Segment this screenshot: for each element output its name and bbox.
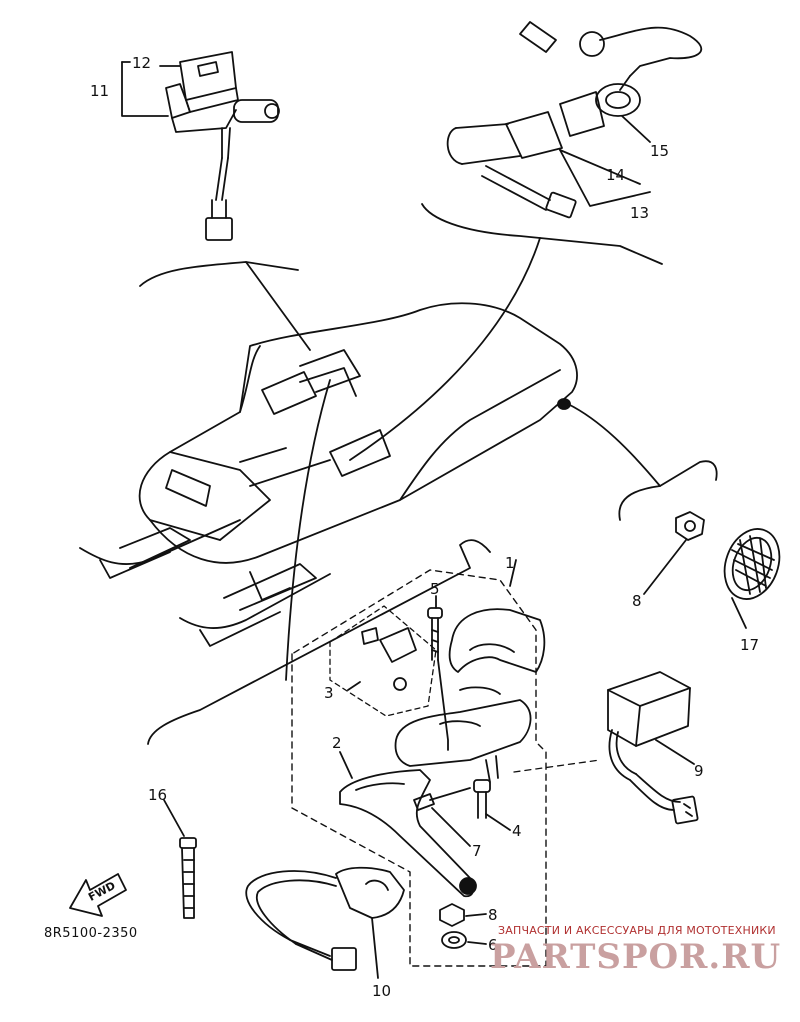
- snowmobile-drawing: [79, 302, 578, 647]
- zoom-line-right: [421, 203, 663, 265]
- callout-8-upper: 8: [632, 592, 642, 610]
- leader-10: [371, 917, 379, 979]
- bracket-13: [559, 149, 651, 207]
- lever-holder-parts-3: [361, 627, 417, 691]
- bracket-11: [121, 61, 169, 117]
- lever-cover-drawing: [448, 608, 546, 673]
- callout-14: 14: [606, 166, 625, 184]
- leader-9: [655, 739, 695, 765]
- taillight-lens-17-drawing: [723, 528, 781, 600]
- leader-8-lower: [465, 913, 487, 917]
- callout-5: 5: [430, 580, 440, 598]
- callout-11: 11: [90, 82, 109, 100]
- arrow-relay: [245, 261, 311, 351]
- callout-7: 7: [472, 842, 482, 860]
- leader-2: [339, 751, 353, 779]
- cable-tie-16-drawing: [179, 837, 197, 919]
- callout-4: 4: [512, 822, 522, 840]
- callout-6-lower: 6: [488, 936, 498, 954]
- nut-8-lower-drawing: [439, 903, 465, 927]
- callout-1: 1: [505, 554, 515, 572]
- leader-1: [509, 559, 517, 587]
- callout-3: 3: [324, 684, 334, 702]
- zoom-line-lever: [147, 539, 491, 745]
- washer-6-lower-drawing: [441, 931, 467, 949]
- watermark-brand: PARTSPOR.RU: [490, 937, 781, 977]
- centre-line-5: [437, 659, 449, 751]
- leader-8-upper: [643, 539, 687, 595]
- bolt-4-drawing: [473, 779, 491, 819]
- callout-12: 12: [132, 54, 151, 72]
- leader-14: [559, 149, 641, 185]
- screw-5-drawing: [427, 607, 443, 661]
- callout-10: 10: [372, 982, 391, 1000]
- arrow-switch: [349, 237, 541, 461]
- zoom-line-lower-right: [618, 460, 718, 521]
- callout-16: 16: [148, 786, 167, 804]
- relay-assembly-drawing: [165, 51, 280, 241]
- assembly-1-outline: [291, 569, 547, 967]
- leader-7: [431, 807, 471, 847]
- zoom-line-left: [139, 261, 299, 287]
- leader-6-lower: [467, 941, 487, 945]
- relay-9-drawing: [607, 671, 699, 825]
- leader-17: [731, 597, 747, 629]
- leader-15: [621, 115, 651, 143]
- callout-13: 13: [630, 204, 649, 222]
- callout-15: 15: [650, 142, 669, 160]
- leader-3: [347, 681, 361, 691]
- leader-12: [121, 61, 181, 67]
- leader-4: [485, 813, 511, 831]
- arrow-lever: [285, 379, 331, 681]
- callout-2: 2: [332, 734, 342, 752]
- main-switch-drawing: [446, 21, 703, 219]
- nut-8-drawing: [675, 511, 705, 541]
- lever-bracket-drawing: [394, 686, 532, 783]
- part-code: 8R5100-2350: [44, 926, 138, 941]
- callout-17: 17: [740, 636, 759, 654]
- dash-to-9: [513, 759, 601, 773]
- callout-9: 9: [694, 762, 704, 780]
- watermark-tagline: ЗАПЧАСТИ И АКСЕССУАРЫ ДЛЯ МОТОТЕХНИКИ: [498, 924, 776, 937]
- leader-16: [163, 799, 185, 837]
- callout-8-lower: 8: [488, 906, 498, 924]
- brake-lever-2-drawing: [339, 769, 477, 898]
- stop-switch-10-drawing: [245, 866, 405, 971]
- screw-7-drawing: [413, 787, 471, 811]
- arrow-tail: [567, 403, 661, 487]
- assembly-3-outline: [329, 605, 437, 717]
- fwd-arrow-icon: [69, 873, 127, 917]
